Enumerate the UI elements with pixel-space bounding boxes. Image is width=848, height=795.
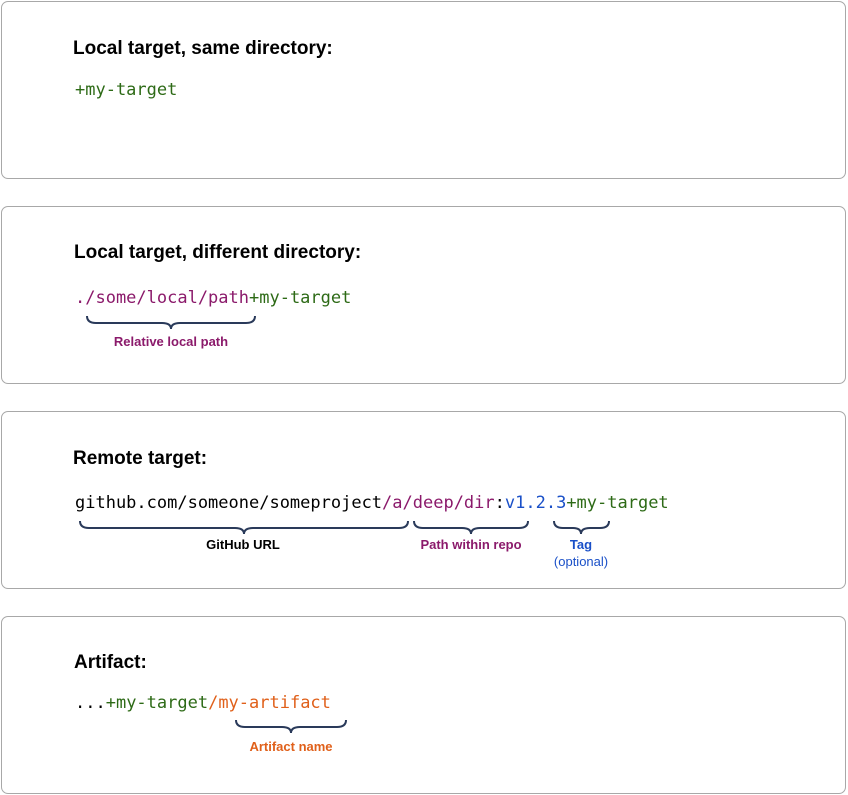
panel-artifact [1,616,846,794]
panel-heading: Artifact: [74,652,147,673]
artifact-segment: /my-artifact [208,693,331,713]
code-line: ...+my-target/my-artifact [75,695,331,712]
tag-segment: v1.2.3 [504,493,567,513]
code-line: ./some/local/path+my-target [75,290,351,307]
panel-local-different-directory [1,206,846,384]
artifact-label: Artifact name [249,739,333,754]
tag-label: Tag [569,537,593,552]
panel-local-same-directory [1,1,846,179]
path-segment: /a/deep/dir [382,493,495,513]
panel-heading: Local target, same directory: [73,38,333,59]
url-segment: github.com/someone/someproject [75,493,383,513]
panel-heading: Remote target: [73,448,208,469]
target-segment: +my-target [249,288,352,308]
prefix-segment: ... [75,693,106,713]
path-label: Relative local path [113,334,229,349]
code-line: +my-target [75,82,177,99]
repo-path-label: Path within repo [420,537,522,552]
url-label: GitHub URL [206,537,280,552]
path-segment: ./some/local/path [75,288,249,308]
target-segment: +my-target [566,493,669,513]
tag-note: (optional) [553,554,609,569]
panel-remote-target [1,411,846,589]
target-segment: +my-target [105,693,209,713]
code-line: github.com/someone/someproject/a/deep/di… [75,495,669,512]
separator: : [494,493,505,513]
panel-heading: Local target, different directory: [74,242,362,263]
target-segment: +my-target [75,80,178,100]
